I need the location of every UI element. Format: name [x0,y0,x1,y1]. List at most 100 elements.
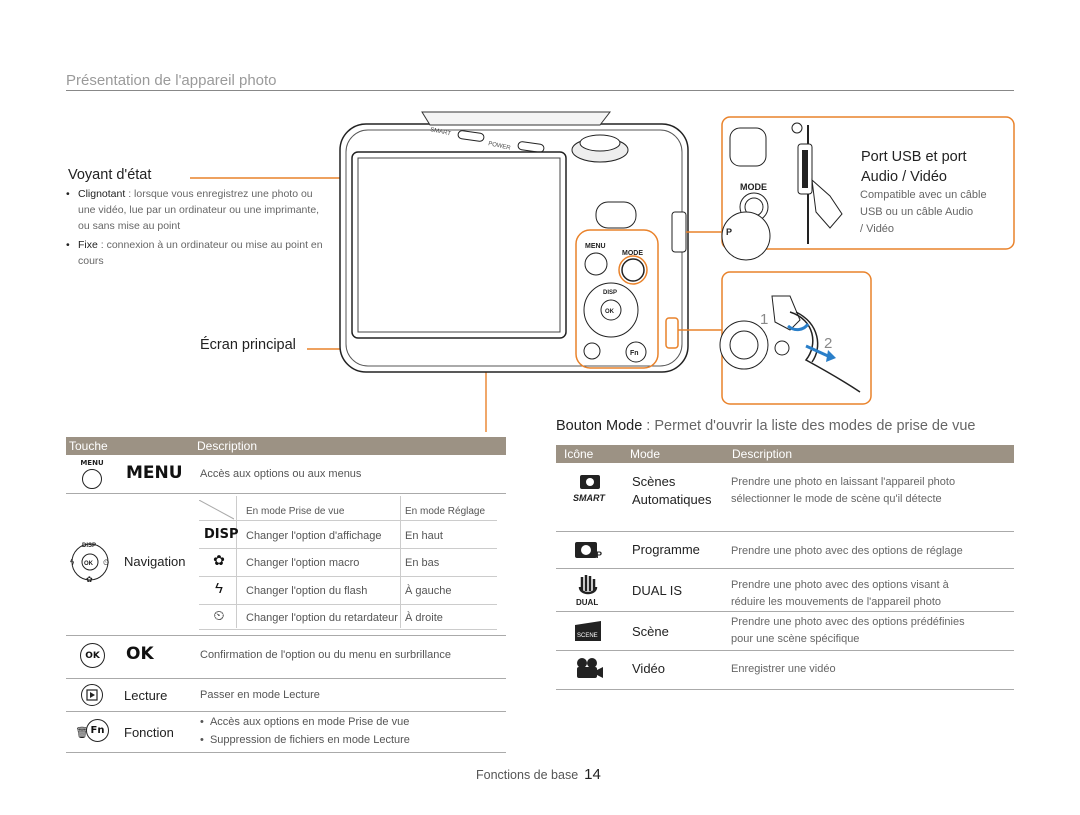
nav-row-shoot: Changer l'option du flash [246,585,368,597]
nav-ok-text: OK [84,561,94,567]
step-1-label: 1 [760,311,768,328]
title-rule [66,90,1014,91]
svg-text:ϟ: ϟ [70,558,75,567]
mode-caption-rest: : Permet d'ouvrir la liste des modes de … [642,418,976,434]
nav-row-setting: À gauche [405,585,452,597]
program-icon-text: P [596,550,602,560]
playback-button-icon [81,684,103,706]
menu-icon-label: MENU [80,459,104,467]
trash-icon: 🗑 [75,727,89,739]
nav-row-setting: En haut [405,530,443,542]
dual-is-icon: DUAL [576,575,598,607]
fonction-desc-1: • Accès aux options en mode Prise de vue [200,716,410,728]
bullet-steady: • Fixe : connexion à un ordinateur ou mi… [66,239,323,267]
mode-desc-line1: Prendre une photo en laissant l'appareil… [731,476,956,488]
header-icone: Icône [564,447,594,461]
header-touche: Touche [69,439,108,453]
bullet-term: Fixe [78,239,98,252]
mode-name: Vidéo [632,661,666,676]
mode-name: DUAL IS [632,583,683,598]
mode-desc-line1: Prendre une photo avec des options visan… [731,579,949,591]
fn-label: Fn [630,350,639,357]
fonction-desc-2: • Suppression de fichiers en mode Lectur… [200,734,410,746]
step-2-label: 2 [824,335,832,352]
usb-port-title-line2: Audio / Vidéo [861,169,947,186]
lecture-key: Lecture [124,688,168,703]
nav-row-setting: À droite [405,612,443,624]
usb-port-inset: MODE P [721,116,1015,261]
bullet-blinking: • Clignotant : lorsque vous enregistrez … [66,188,320,232]
camera-diagram: SMART POWER MENU MODE DISP OK Fn MODE P [190,111,1015,432]
mode-name-line1: Scènes [632,474,676,489]
smart-label: SMART [430,127,452,137]
video-camera-icon [577,658,603,678]
bullet-text: : lorsque vous enregistrez une photo ou … [78,188,320,232]
mode-button-caption: Bouton Mode : Permet d'ouvrir la liste d… [556,418,975,434]
fonction-key: Fonction [124,725,174,740]
mode-desc-line1: Prendre une photo avec des options prédé… [731,616,965,628]
ok-description: Confirmation de l'option ou du menu en s… [200,649,451,661]
nav-row-setting: En bas [405,557,440,569]
status-light-bullets: • Clignotant : lorsque vous enregistrez … [66,187,326,270]
power-label: POWER [488,141,512,152]
header-description: Description [197,439,258,453]
footer-label: Fonctions de base [476,768,579,782]
keys-table-header: Touche Description [66,437,506,455]
mode-desc-line2: pour une scène spécifique [731,632,860,645]
mode-desc-line2: sélectionner le mode de scène qu'il déte… [731,492,942,505]
svg-text:⏲: ⏲ [103,558,109,567]
nav-row-shoot: Changer l'option d'affichage [246,530,382,542]
bullet-term: Clignotant [78,188,126,200]
mode-row-video: Vidéo Enregistrer une vidéo [556,651,1014,685]
fonction-desc-2-text: Suppression de fichiers en mode Lecture [209,734,410,746]
smart-auto-icon-text: SMART [573,493,606,503]
usb-port-description: Compatible avec un câble USB ou un câble… [860,187,1020,238]
nav-header-setting: En mode Réglage [405,506,486,517]
navigation-key: Navigation [124,554,186,569]
inset-mode-label: MODE [740,182,767,192]
navigation-pad-icon: DISP OK ϟ ⏲ ✿ [70,543,109,584]
usb-port-desc-line2: USB ou un câble Audio [860,206,974,219]
ok-label: OK [605,309,615,315]
mode-caption-key: Bouton Mode [556,418,643,434]
svg-text:✿: ✿ [86,575,93,584]
mode-description: Prendre une photo avec des options de ré… [731,545,963,557]
ok-key: OK [126,644,154,664]
mode-name-line2: Automatiques [632,492,712,508]
mode-description: Prendre une photo avec des options prédé… [731,614,965,647]
mode-name: Scène [632,624,669,639]
mode-row-scene: SCENE Scène Prendre une photo avec des o… [556,612,1014,650]
scene-icon-text: SCENE [577,633,598,639]
fonction-desc-1-text: Accès aux options en mode Prise de vue [209,716,410,728]
lecture-description: Passer en mode Lecture [200,689,320,701]
camera-body: SMART POWER MENU MODE DISP OK Fn [339,111,724,373]
modes-table: Icône Mode Description SMART Scènes Auto… [556,445,1014,690]
nav-row-shoot: Changer l'option du retardateur [246,612,398,624]
flash-icon: ϟ [215,580,223,597]
mode-desc-line2: réduire les mouvements de l'appareil pho… [731,595,941,608]
mode-row-dual-is: DUAL DUAL IS Prendre une photo avec des … [556,569,1014,611]
ok-button-icon: OK [80,643,105,668]
nav-disp-text: DISP [82,543,96,549]
program-camera-icon: P [575,542,602,560]
mode-row-smart-auto: SMART Scènes Automatiques Prendre une ph… [556,463,1014,515]
status-light-title: Voyant d'état [68,167,152,183]
scene-icon: SCENE [575,621,601,641]
strap-inset: 1 2 [719,271,872,405]
menu-key: MENU [126,463,183,483]
fn-button-icon: Fn [86,719,109,742]
usb-port-title: Port USB et port Audio / Vidéo [861,147,967,188]
bullet-text: : connexion à un ordinateur ou mise au p… [78,239,323,267]
keys-table: Touche Description MENU MENU Accès aux o… [66,437,506,753]
mode-description: Enregistrer une vidéo [731,663,836,675]
mode-label: MODE [622,250,643,257]
mode-name: Programme [632,542,700,557]
usb-port-desc-line3: / Vidéo [860,223,895,236]
diagonal-header-cell [199,500,234,520]
modes-table-header: Icône Mode Description [556,445,1014,463]
table-row-lecture: Lecture Passer en mode Lecture [66,679,506,711]
inset-p-label: P [726,227,732,237]
menu-label: MENU [585,243,606,250]
usb-port-title-line1: Port USB et port [861,149,967,165]
header-mode: Mode [630,447,661,461]
